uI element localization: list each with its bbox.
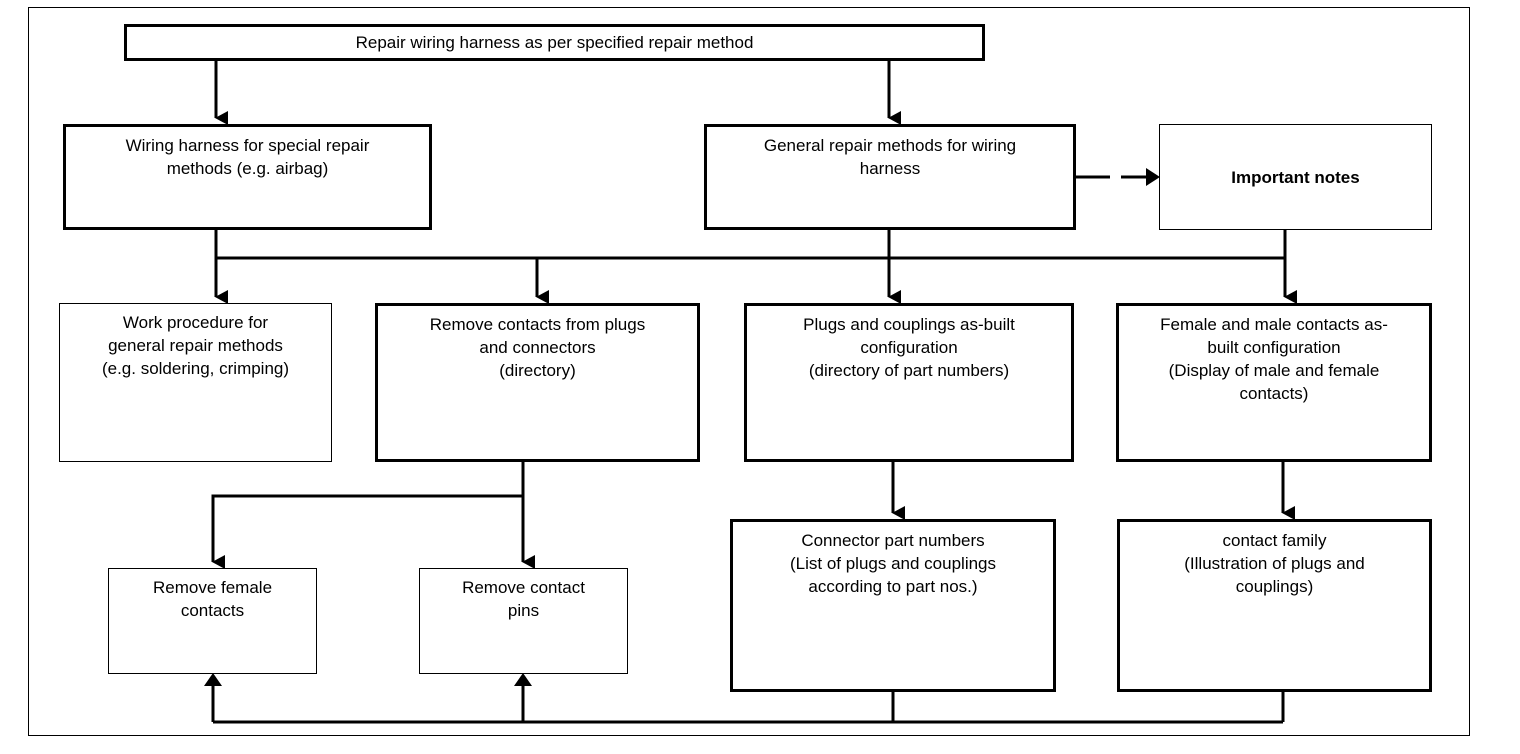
diagram-frame — [28, 7, 1470, 736]
node-label-remove-contacts-plugs: Remove contacts from plugs and connector… — [429, 315, 646, 380]
node-label-remove-contact-pins: Remove contact pins — [462, 578, 585, 620]
node-label-plugs-couplings-asbuilt: Plugs and couplings as-built configurati… — [803, 315, 1015, 380]
node-general-repair-methods[interactable]: General repair methods for wiring harnes… — [704, 124, 1076, 230]
node-label-connector-part-numbers: Connector part numbers (List of plugs an… — [789, 531, 997, 596]
arrow-up-female-contacts — [204, 673, 222, 686]
node-label-wiring-harness-special: Wiring harness for special repair method… — [125, 136, 370, 178]
node-contact-family[interactable]: contact family (Illustration of plugs an… — [1117, 519, 1432, 692]
node-label-important-notes: Important notes — [1231, 167, 1360, 187]
node-plugs-couplings-asbuilt[interactable]: Plugs and couplings as-built configurati… — [744, 303, 1074, 462]
connector-remove-contacts-to-female-contacts — [211, 494, 523, 569]
arrow-right-important-notes — [1146, 168, 1160, 186]
node-remove-female-contacts[interactable]: Remove female contacts — [108, 568, 317, 674]
node-important-notes[interactable]: Important notes — [1159, 124, 1432, 230]
node-label-female-male-contacts-asbuilt: Female and male contacts as- built confi… — [1160, 315, 1388, 403]
node-remove-contact-pins[interactable]: Remove contact pins — [419, 568, 628, 674]
arrow-up-contact-pins — [514, 673, 532, 686]
node-label-contact-family: contact family (Illustration of plugs an… — [1184, 531, 1365, 596]
node-repair-wiring-harness[interactable]: Repair wiring harness as per specified r… — [124, 24, 985, 61]
node-label-remove-female-contacts: Remove female contacts — [152, 578, 273, 620]
node-label-work-procedure: Work procedure for general repair method… — [101, 313, 290, 378]
node-label-general-repair-methods: General repair methods for wiring harnes… — [763, 136, 1017, 178]
node-remove-contacts-plugs[interactable]: Remove contacts from plugs and connector… — [375, 303, 700, 462]
node-wiring-harness-special[interactable]: Wiring harness for special repair method… — [63, 124, 432, 230]
node-connector-part-numbers[interactable]: Connector part numbers (List of plugs an… — [730, 519, 1056, 692]
node-work-procedure[interactable]: Work procedure for general repair method… — [59, 303, 332, 462]
node-label-repair-wiring-harness: Repair wiring harness as per specified r… — [355, 33, 754, 52]
node-female-male-contacts-asbuilt[interactable]: Female and male contacts as- built confi… — [1116, 303, 1432, 462]
